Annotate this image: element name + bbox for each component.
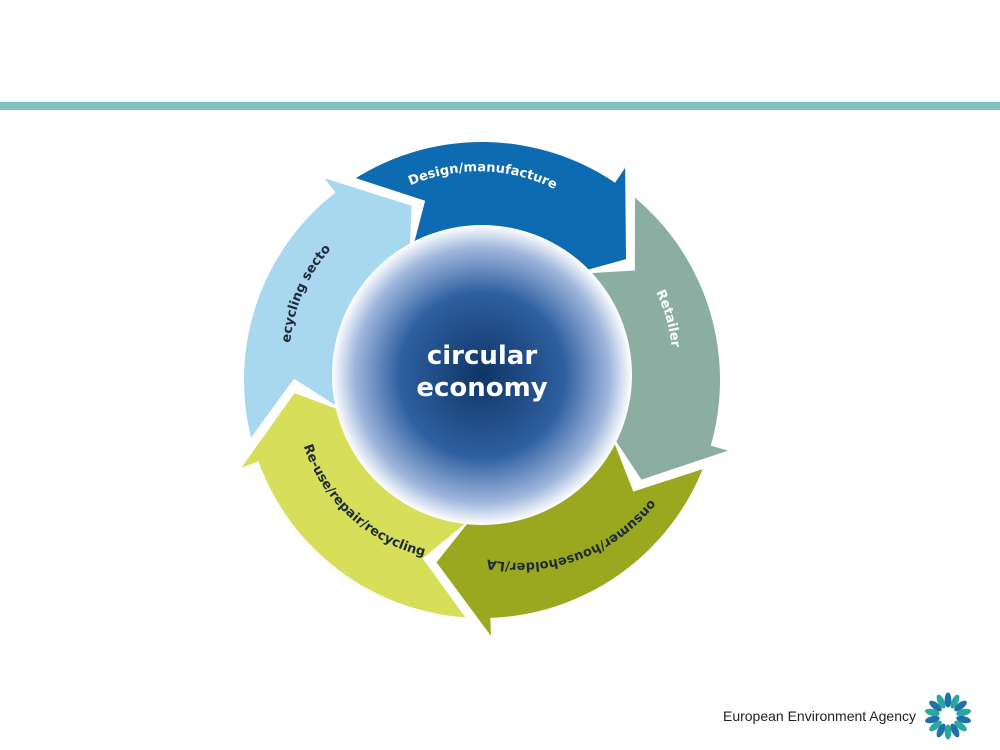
org-name: European Environment Agency bbox=[722, 708, 916, 724]
logo-ray bbox=[925, 708, 940, 717]
logo-ray bbox=[950, 723, 960, 738]
segment-arrow-consumer bbox=[436, 431, 703, 636]
logo-ray bbox=[950, 694, 960, 709]
footer-branding: European Environment Agency bbox=[723, 692, 972, 740]
logo-ray bbox=[956, 708, 971, 717]
segment-arrow-recycling-sector bbox=[243, 178, 412, 438]
center-circle bbox=[332, 225, 632, 525]
segment-arrow-retailer bbox=[570, 197, 729, 480]
logo-ray bbox=[936, 723, 946, 738]
logo-ray bbox=[944, 724, 952, 740]
logo-ray bbox=[929, 700, 942, 712]
logo-center bbox=[941, 709, 955, 723]
segment-arrow-reuse bbox=[241, 393, 473, 618]
segments-group bbox=[241, 142, 729, 636]
eea-logo-icon bbox=[925, 692, 971, 740]
center-title-line1: circular bbox=[427, 341, 538, 371]
logo-ray bbox=[954, 720, 967, 732]
header-rule bbox=[0, 102, 1000, 110]
logo-ray bbox=[936, 694, 946, 709]
logo-ray bbox=[929, 720, 942, 732]
center-title-line2: economy bbox=[416, 373, 547, 403]
logo-ray bbox=[944, 692, 952, 708]
logo-ray bbox=[954, 700, 967, 712]
logo-ray bbox=[956, 715, 971, 724]
logo-ray bbox=[925, 715, 940, 724]
